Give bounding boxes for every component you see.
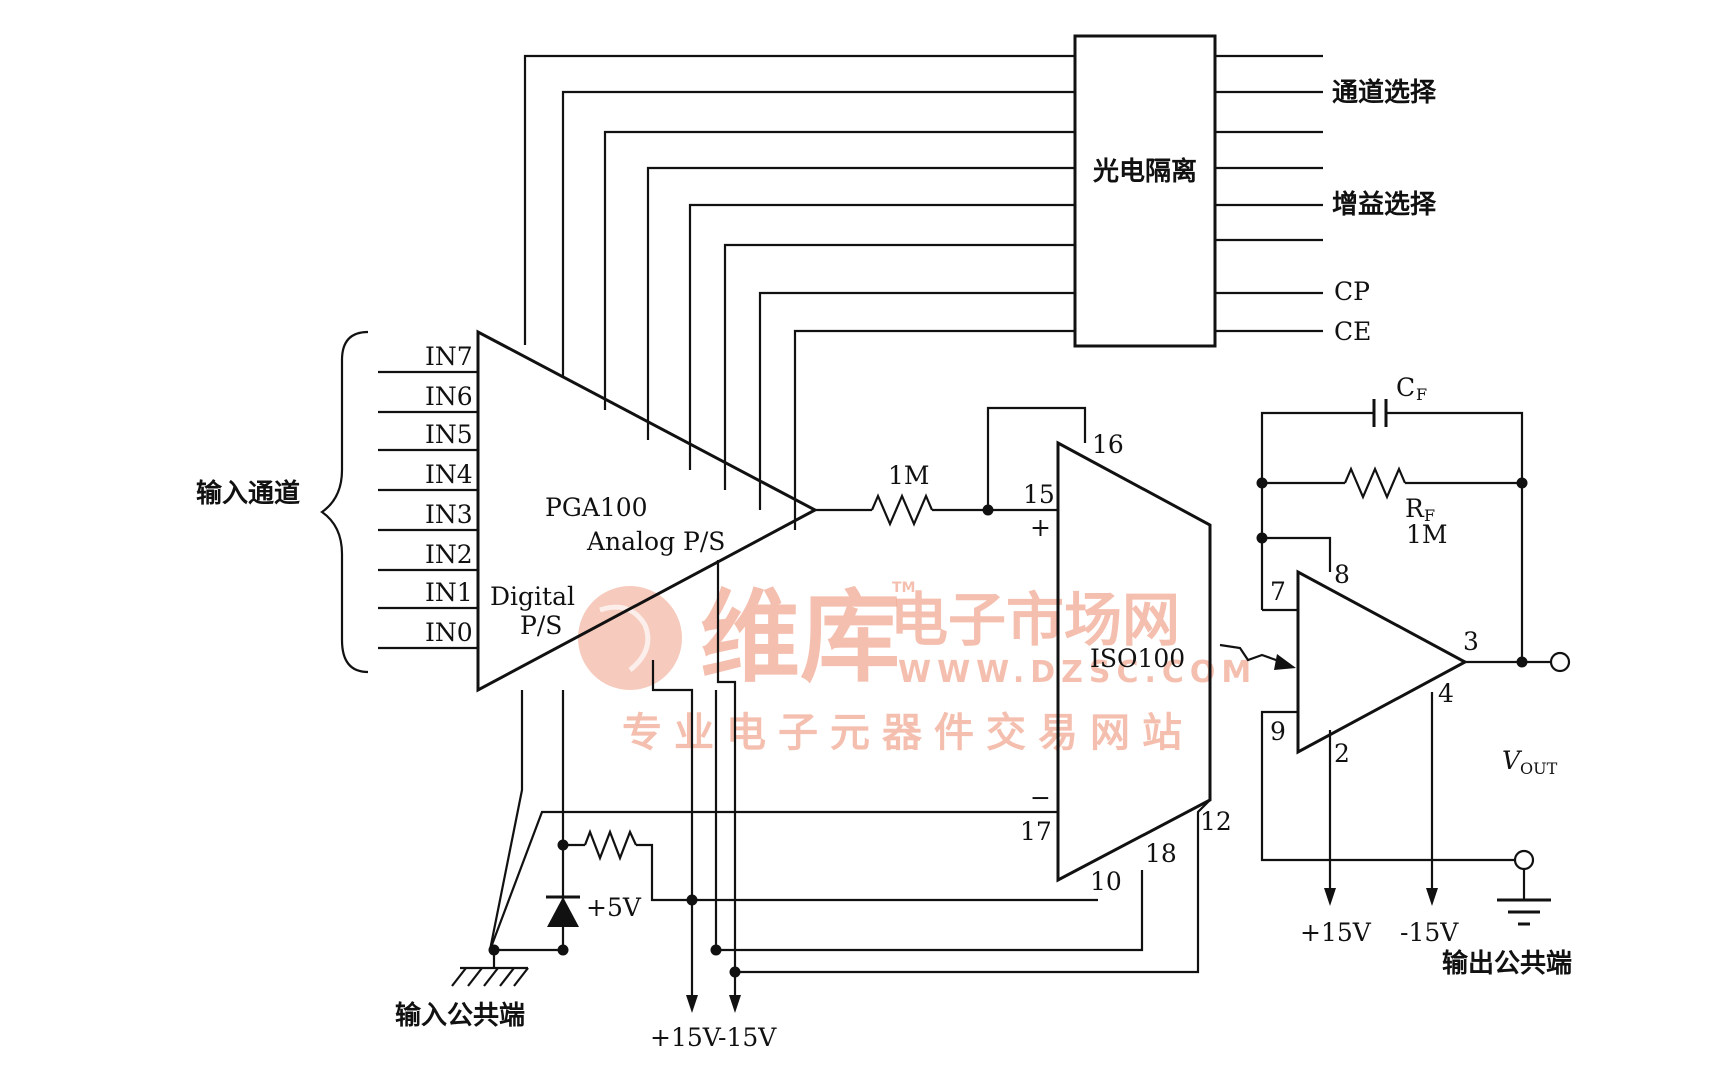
output-common-label: 输出公共端 [1442, 948, 1572, 979]
opto-isolator-block: 光电隔离 [1073, 34, 1217, 348]
cp-label: CP [1334, 277, 1370, 306]
input-ch-2: IN2 [425, 540, 473, 569]
input-ch-5: IN5 [425, 420, 473, 449]
cf-label: C [1396, 373, 1415, 402]
gain-select-label: 增益选择 [1332, 189, 1437, 220]
output-opamp [1296, 569, 1469, 755]
iso-pin-17: 17 [1020, 817, 1052, 846]
input-channel-lines [378, 370, 478, 650]
pga100-digital-line2: P/S [520, 611, 562, 640]
watermark-logo [578, 586, 682, 690]
iso-pin-10: 10 [1090, 867, 1122, 896]
pga100-analog-ps: Analog P/S [586, 527, 725, 556]
zener-resistor [583, 828, 637, 862]
iso100-label: ISO100 [1090, 644, 1185, 673]
output-power-rails: +15V -15V 输出公共端 [1260, 692, 1572, 979]
r-input-resistor [870, 493, 934, 527]
control-bus-left [523, 54, 1075, 530]
input-ch-4: IN4 [425, 460, 473, 489]
input-channels-label: 输入通道 [196, 478, 300, 509]
cf-label-sub: F [1416, 385, 1427, 404]
opamp-pin-9: 9 [1270, 717, 1286, 746]
pga100-digital-line1: Digital [490, 582, 575, 611]
opamp-pin-8: 8 [1334, 560, 1350, 589]
iso-pin-15: 15 [1023, 480, 1055, 509]
feedback-network: C F R F 1M [1256, 373, 1528, 662]
opamp-pin-7: 7 [1270, 577, 1286, 606]
zener-diode [547, 897, 579, 927]
input-ch-7: IN7 [425, 342, 473, 371]
input-power-rails: +15V -15V [650, 560, 1211, 1052]
input-common-label: 输入公共端 [395, 1000, 525, 1031]
rf-label-sub: F [1424, 506, 1435, 525]
vout-terminal[interactable] [1465, 651, 1571, 673]
watermark-tm: TM [892, 580, 915, 596]
output-supply-pos: +15V [1300, 918, 1372, 947]
iso-pin-12: 12 [1200, 807, 1232, 836]
pga100-label: PGA100 [545, 493, 648, 522]
input-supply-pos: +15V [650, 1023, 722, 1052]
opamp-pin-2: 2 [1334, 739, 1350, 768]
watermark-slogan: 专业电子元器件交易网站 [622, 710, 1194, 756]
opto-isolator-label: 光电隔离 [1092, 156, 1197, 187]
ce-label: CE [1334, 317, 1371, 346]
watermark-brand: 维库 [700, 579, 900, 696]
rf-label: R [1405, 494, 1425, 523]
iso-pin-16: 16 [1092, 430, 1124, 459]
watermark-market: 电子市场网 [890, 586, 1180, 654]
zener-voltage: +5V [586, 893, 642, 922]
control-bus-right [1215, 54, 1323, 333]
iso-pin-plus: + [1030, 513, 1051, 542]
r-input-value: 1M [888, 461, 930, 490]
iso-pin-minus: − [1030, 783, 1051, 812]
input-ch-3: IN3 [425, 500, 473, 529]
opamp-pin-3: 3 [1463, 627, 1479, 656]
input-ch-1: IN1 [425, 578, 473, 607]
vout-label-sub: OUT [1520, 759, 1558, 778]
optical-coupling-arrow [1219, 643, 1291, 667]
output-supply-neg: -15V [1400, 918, 1459, 947]
watermark-logo-swirl [599, 604, 651, 672]
input-brace [320, 330, 369, 674]
rf-resistor [1343, 466, 1407, 500]
opamp-pin-4: 4 [1438, 679, 1454, 708]
zener-network: +5V [546, 690, 1098, 956]
rf-value: 1M [1406, 520, 1448, 549]
watermark-url: WWW.DZSC.COM [898, 655, 1257, 690]
input-ch-6: IN6 [425, 382, 473, 411]
channel-select-label: 通道选择 [1332, 77, 1437, 108]
input-supply-neg: -15V [718, 1023, 777, 1052]
pga100-amplifier: PGA100 Analog P/S Digital P/S [476, 329, 819, 693]
iso-pin-18: 18 [1145, 839, 1177, 868]
vout-label: V [1502, 746, 1523, 775]
input-ch-0: IN0 [425, 618, 473, 647]
input-common-ground: 输入公共端 [395, 690, 563, 1031]
